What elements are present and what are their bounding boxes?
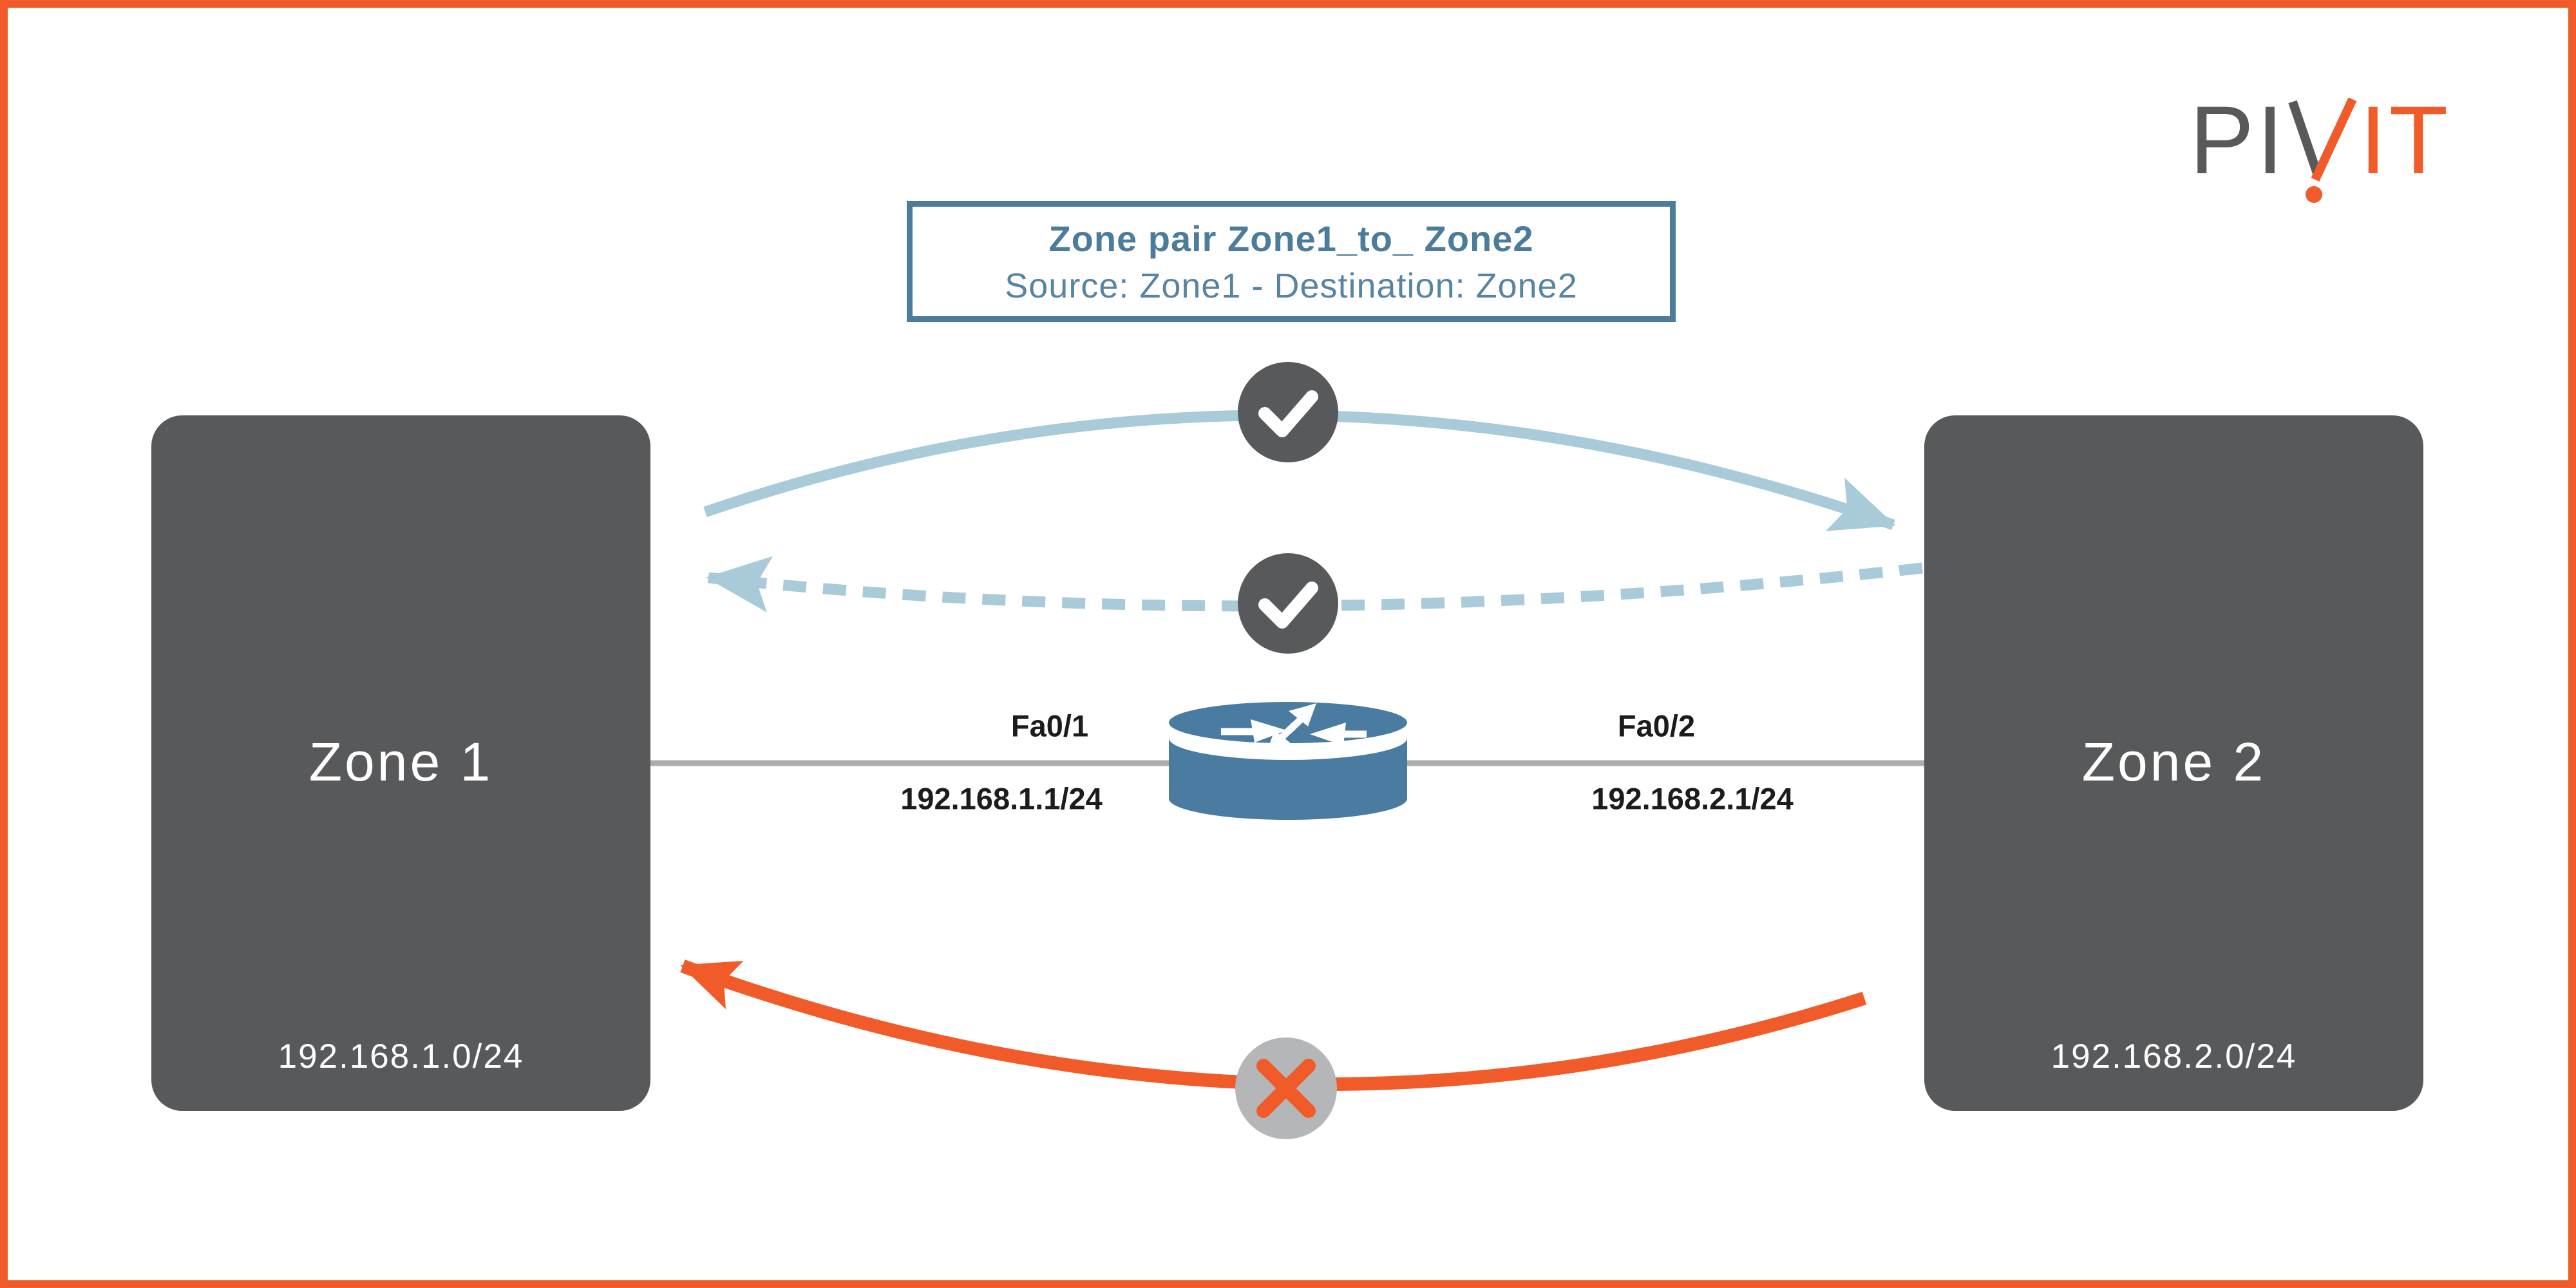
logo-exclamation-stroke: [2311, 98, 2357, 182]
cross-icon: [1235, 1037, 1337, 1139]
zone1-title: Zone 1: [308, 732, 493, 792]
zone1-box: Zone 1 192.168.1.0/24: [151, 415, 650, 1111]
zone-pair-title: Zone pair Zone1_to_ Zone2: [1048, 218, 1534, 259]
zone-pair-subtitle: Source: Zone1 - Destination: Zone2: [1005, 266, 1578, 305]
check-icon: [1238, 362, 1338, 462]
logo-v-left-stroke: [2288, 100, 2322, 175]
router-icon: [1166, 702, 1410, 820]
check-icon: [1238, 553, 1338, 654]
zone2-subnet: 192.168.2.0/24: [2050, 1037, 2297, 1075]
router-right-interface-label: Fa0/2: [1617, 708, 1696, 743]
logo-text-left: PI: [2190, 98, 2286, 194]
router-left-interface-label: Fa0/1: [1010, 708, 1089, 743]
router-right-ip-label: 192.168.2.1/24: [1591, 781, 1794, 816]
flow-arrow-return-zone2-to-zone1: [706, 556, 1923, 612]
logo-text-right: IT: [2360, 98, 2450, 194]
zone-pair-label-box: Zone pair Zone1_to_ Zone2 Source: Zone1 …: [907, 201, 1676, 322]
zone1-subnet: 192.168.1.0/24: [278, 1037, 524, 1075]
zone2-title: Zone 2: [2081, 732, 2266, 792]
router-left-ip-label: 192.168.1.1/24: [900, 781, 1103, 816]
zone2-box: Zone 2 192.168.2.0/24: [1924, 415, 2423, 1111]
logo-exclamation-dot: [2306, 186, 2322, 203]
pivit-logo: PI IT: [2190, 98, 2450, 203]
